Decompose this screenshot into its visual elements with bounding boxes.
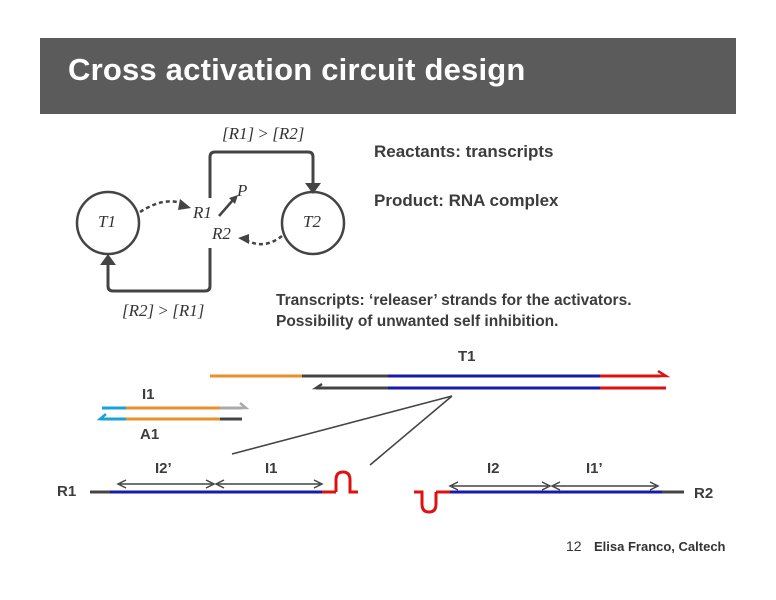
r2-seg-i2-label: I2 <box>487 460 500 477</box>
top-cond-b: [R2] <box>272 124 305 143</box>
reactants-note: Reactants: transcripts <box>374 142 554 161</box>
top-cond-a: [R1] <box>222 124 255 143</box>
t1-to-r1-arrowhead <box>178 199 191 210</box>
r1-seg-i2p-label: I2’ <box>155 460 172 477</box>
bottom-cond-a: [R2] <box>122 301 155 320</box>
transcripts-note-line1: Transcripts: ‘releaser’ strands for the … <box>276 292 632 309</box>
node-t2-text: T2 <box>303 212 321 231</box>
bottom-cond-op: > <box>158 301 168 320</box>
i1-strand-label: I1 <box>142 386 155 403</box>
top-cond-op: > <box>258 124 268 143</box>
i1-strand-hook <box>239 402 250 410</box>
r1-label: R1 <box>193 203 212 223</box>
title-bar <box>40 38 736 114</box>
p-text: P <box>237 181 248 200</box>
r2-text: R2 <box>212 224 231 243</box>
t1-to-r1-dashed-arrow <box>139 200 184 214</box>
top-condition: [R1] > [R2] <box>222 124 304 144</box>
slide-title: Cross activation circuit design <box>68 52 526 87</box>
bottom-loop-arrowhead <box>100 254 116 265</box>
r2-strand-label: R2 <box>694 485 714 502</box>
a1-strand-label: A1 <box>140 426 160 443</box>
bottom-loop-arrow <box>106 248 212 293</box>
t1-strand-label: T1 <box>458 348 476 365</box>
r1-strand-label: R1 <box>57 483 77 500</box>
node-t1-label: T1 <box>98 212 116 232</box>
r1-hairpin <box>334 470 358 494</box>
r2-seg-i1p-label: I1’ <box>586 460 603 477</box>
page-number: 12 <box>566 538 582 554</box>
p-label: P <box>237 181 247 201</box>
product-arrowhead <box>229 195 238 204</box>
node-t1-text: T1 <box>98 212 116 231</box>
t1-connector-left <box>231 395 453 455</box>
t1-strand-end-hook <box>657 369 671 378</box>
r2-label: R2 <box>212 224 231 244</box>
product-note: Product: RNA complex <box>374 191 559 210</box>
top-loop-arrowhead <box>305 183 321 194</box>
footer-author: Elisa Franco, Caltech <box>594 539 726 554</box>
r1-seg-i1-label: I1 <box>265 460 278 477</box>
top-loop-arrow <box>208 150 315 198</box>
r2-hairpin <box>414 490 438 514</box>
t2-to-r2-dashed-arrow <box>245 235 283 246</box>
transcripts-note-line2: Possibility of unwanted self inhibition. <box>276 313 559 330</box>
bottom-condition: [R2] > [R1] <box>122 301 204 321</box>
product-arrow <box>218 199 234 217</box>
t2-to-r2-arrowhead <box>238 234 249 244</box>
node-t2-label: T2 <box>303 212 321 232</box>
r1-text: R1 <box>193 203 212 222</box>
bottom-cond-b: [R1] <box>172 301 205 320</box>
t1-connector-right <box>369 395 453 466</box>
